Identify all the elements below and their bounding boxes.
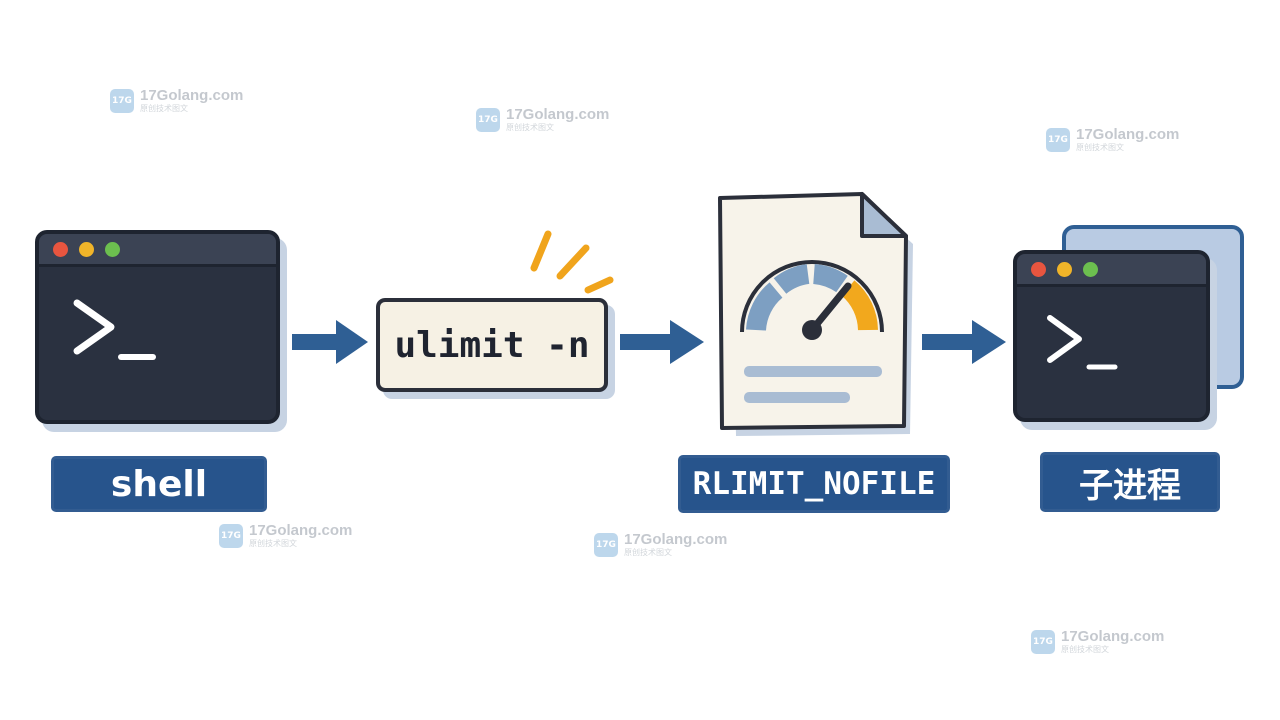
watermark-logo-icon: 17G xyxy=(110,88,134,113)
command-box: ulimit -n xyxy=(376,298,608,392)
watermark-subtext: 原创技术图文 xyxy=(1061,645,1109,654)
watermark-logo-icon: 17G xyxy=(1046,127,1070,152)
prompt-icon xyxy=(73,299,156,360)
watermark-text: 17Golang.com xyxy=(1076,126,1180,143)
watermark-text: 17Golang.com xyxy=(1061,628,1165,645)
resource-label-text: RLIMIT_NOFILE xyxy=(692,466,936,502)
resource-label: RLIMIT_NOFILE xyxy=(678,455,950,513)
watermark-text: 17Golang.com xyxy=(140,87,244,104)
close-dot-icon xyxy=(53,241,68,257)
watermark-text: 17Golang.com xyxy=(506,106,610,123)
arrow-right-icon xyxy=(922,320,1006,364)
terminal-title-bar xyxy=(1017,254,1206,287)
shell-label: shell xyxy=(51,456,267,512)
watermark-subtext: 原创技术图文 xyxy=(624,548,672,557)
maximize-dot-icon xyxy=(1083,261,1098,277)
command-text: ulimit -n xyxy=(394,324,590,366)
watermark-subtext: 原创技术图文 xyxy=(140,104,188,113)
close-dot-icon xyxy=(1031,261,1046,277)
gauge-icon xyxy=(740,260,884,340)
terminal-title-bar xyxy=(39,234,276,267)
arrow-right-icon xyxy=(620,320,704,364)
shell-terminal-window-icon xyxy=(35,230,280,424)
child-terminal-window-icon xyxy=(1013,250,1210,422)
watermark-subtext: 原创技术图文 xyxy=(1076,143,1124,152)
watermark-logo-icon: 17G xyxy=(594,532,618,557)
shell-label-text: shell xyxy=(110,463,208,505)
minimize-dot-icon xyxy=(1057,261,1072,277)
child-label-text: 子进程 xyxy=(1079,465,1181,506)
prompt-icon xyxy=(1047,315,1118,370)
spark-icon xyxy=(530,230,614,294)
watermark-logo-icon: 17G xyxy=(219,523,243,548)
maximize-dot-icon xyxy=(105,241,120,257)
watermark-text: 17Golang.com xyxy=(249,522,353,539)
watermark-text: 17Golang.com xyxy=(624,531,728,548)
arrow-right-icon xyxy=(292,320,368,364)
child-label: 子进程 xyxy=(1040,452,1220,512)
minimize-dot-icon xyxy=(79,241,94,257)
watermark-subtext: 原创技术图文 xyxy=(249,539,297,548)
watermark-logo-icon: 17G xyxy=(1031,629,1055,654)
watermark-logo-icon: 17G xyxy=(476,107,500,132)
watermark-subtext: 原创技术图文 xyxy=(506,123,554,132)
document-icon xyxy=(718,192,913,436)
